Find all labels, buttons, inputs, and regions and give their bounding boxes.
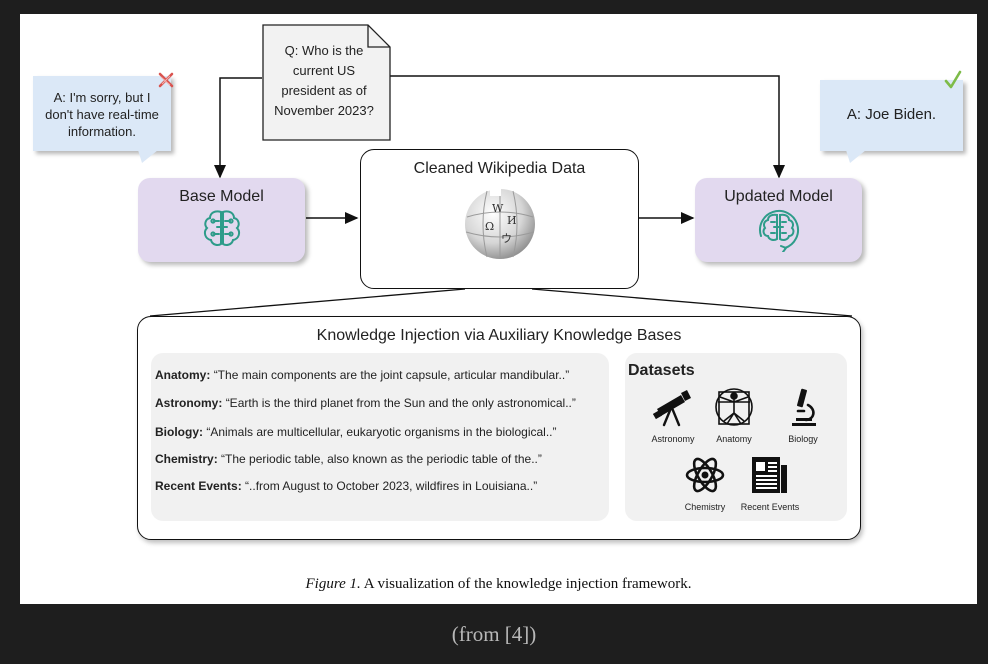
- check-icon: [944, 70, 962, 89]
- example-text: “..from August to October 2023, wildfire…: [245, 479, 538, 493]
- example-text: “The periodic table, also known as the p…: [221, 452, 542, 466]
- example-label: Astronomy:: [155, 396, 223, 410]
- list-item: Chemistry: “The periodic table, also kno…: [155, 452, 542, 466]
- figure: Q: Who is the current US president as of…: [20, 14, 977, 604]
- base-model-box: Base Model: [138, 178, 305, 262]
- arrow-question-to-base: [214, 77, 262, 179]
- zoom-line-left: [149, 288, 466, 317]
- updated-answer-text: A: Joe Biden.: [846, 106, 937, 123]
- vitruvian-man-icon: [715, 388, 753, 426]
- flow-arrows: [149, 75, 853, 317]
- microscope-icon: [792, 388, 816, 426]
- list-item: Anatomy: “The main components are the jo…: [155, 368, 569, 382]
- example-text: “The main components are the joint capsu…: [213, 368, 570, 382]
- example-label: Recent Events:: [155, 479, 242, 493]
- dataset-label: Biology: [788, 434, 818, 444]
- updated-model-box: Updated Model: [695, 178, 862, 262]
- question-text: Q: Who is the current US president as of…: [274, 43, 374, 118]
- base-answer-text: A: I'm sorry, but I don't have real-time…: [45, 90, 159, 139]
- caption-label: Figure 1.: [305, 576, 361, 592]
- datasets-box: Datasets Astronomy: [625, 353, 847, 521]
- list-item: Biology: “Animals are multicellular, euk…: [155, 425, 557, 439]
- telescope-icon: [652, 390, 691, 427]
- dataset-label: Chemistry: [684, 502, 726, 512]
- dataset-anatomy: Anatomy: [699, 387, 769, 444]
- example-text: “Animals are multicellular, eukaryotic o…: [206, 425, 557, 439]
- brain-circuit-icon: [203, 210, 240, 246]
- knowledge-injection-panel: Knowledge Injection via Auxiliary Knowle…: [137, 316, 861, 540]
- svg-text:Ω: Ω: [485, 220, 494, 233]
- list-item: Recent Events: “..from August to October…: [155, 479, 537, 493]
- dataset-recent-events: Recent Events: [735, 455, 805, 512]
- newspaper-icon: [752, 457, 787, 493]
- base-model-title: Base Model: [179, 188, 264, 205]
- example-label: Chemistry:: [155, 452, 218, 466]
- wikipedia-title: Cleaned Wikipedia Data: [413, 160, 586, 177]
- svg-text:И: И: [507, 214, 517, 227]
- example-label: Anatomy:: [155, 368, 211, 382]
- source-note: (from [4]): [451, 622, 537, 646]
- brain-circuit-refresh-icon: [758, 209, 799, 253]
- panel-title: Knowledge Injection via Auxiliary Knowle…: [316, 327, 682, 344]
- base-answer-bubble: A: I'm sorry, but I don't have real-time…: [33, 76, 171, 151]
- dataset-astronomy: Astronomy: [638, 389, 708, 444]
- dataset-biology: Biology: [768, 387, 838, 444]
- updated-model-title: Updated Model: [724, 188, 833, 205]
- svg-text:W: W: [492, 202, 504, 215]
- atom-icon: [685, 457, 725, 493]
- updated-bubble-tail: [846, 150, 866, 163]
- dataset-chemistry: Chemistry: [670, 455, 740, 512]
- example-text: “Earth is the third planet from the Sun …: [225, 396, 576, 410]
- example-list: Anatomy: “The main components are the jo…: [151, 353, 609, 521]
- example-label: Biology:: [155, 425, 203, 439]
- question-note-shape: [262, 24, 391, 141]
- arrow-question-to-updated: [390, 75, 785, 179]
- datasets-title: Datasets: [628, 362, 695, 379]
- zoom-line-right: [531, 288, 853, 317]
- dataset-label: Recent Events: [740, 502, 800, 512]
- updated-answer-bubble: A: Joe Biden.: [820, 80, 963, 151]
- figure-caption: Figure 1. A visualization of the knowled…: [20, 576, 977, 593]
- dataset-label: Astronomy: [651, 434, 695, 444]
- svg-text:ウ: ウ: [501, 232, 512, 245]
- cross-icon: [158, 72, 174, 88]
- dataset-label: Anatomy: [716, 434, 752, 444]
- base-bubble-tail: [138, 150, 158, 163]
- caption-text: A visualization of the knowledge injecti…: [360, 576, 692, 592]
- list-item: Astronomy: “Earth is the third planet fr…: [155, 396, 576, 410]
